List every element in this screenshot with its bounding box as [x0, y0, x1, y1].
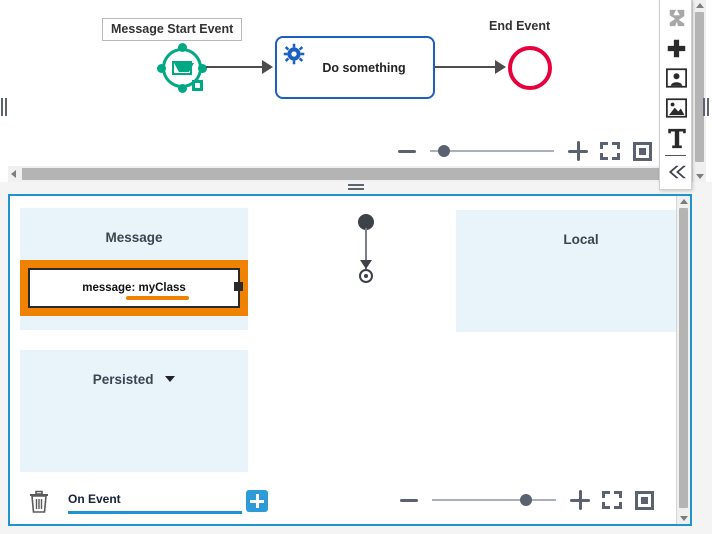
- service-task-gear-icon: [283, 43, 305, 70]
- person-frame-icon[interactable]: [660, 63, 693, 93]
- flow-connector: [365, 228, 367, 270]
- flow-arrowhead: [360, 260, 372, 269]
- sequence-flow-2-arrowhead: [495, 60, 506, 74]
- zoom-slider-track[interactable]: [430, 145, 554, 157]
- splitter-grip[interactable]: [348, 184, 364, 191]
- scroll-left-arrow[interactable]: [11, 170, 16, 178]
- fit-to-screen-icon[interactable]: [600, 142, 620, 160]
- zoom-in-button[interactable]: [568, 141, 588, 161]
- bpmn-service-task[interactable]: Do something: [275, 36, 435, 99]
- sequence-flow-2[interactable]: [435, 66, 497, 68]
- multi-shape-icon[interactable]: [660, 3, 693, 33]
- diagram-vertical-scrollbar[interactable]: [692, 0, 706, 182]
- sequence-flow-1[interactable]: [206, 66, 264, 68]
- plus-thick-icon[interactable]: [660, 33, 693, 63]
- scroll-up-arrow[interactable]: [696, 3, 704, 8]
- horizontal-scroll-thumb[interactable]: [22, 168, 682, 180]
- selection-handle-corner[interactable]: [192, 80, 203, 91]
- diagram-panel[interactable]: Message Start Event: [0, 0, 712, 186]
- zoom-slider-track-bottom[interactable]: [432, 494, 556, 506]
- zoom-out-button[interactable]: [398, 149, 416, 153]
- diagram-canvas[interactable]: Message Start Event: [8, 0, 692, 161]
- fit-to-screen-icon-bottom[interactable]: [602, 491, 622, 509]
- event-subprocess-canvas[interactable]: Message message: myClass Persisted Local: [10, 196, 676, 482]
- selection-handle-top[interactable]: [177, 43, 187, 52]
- left-resize-grip[interactable]: [1, 98, 7, 116]
- task-label: Do something: [322, 60, 406, 75]
- sequence-flow-1-arrowhead: [262, 60, 273, 74]
- trash-icon[interactable]: [28, 490, 50, 514]
- window-bottom-pad: [0, 526, 712, 534]
- selection-handle-left[interactable]: [157, 63, 166, 73]
- palette-divider: [665, 155, 686, 156]
- end-event-label: End Event: [489, 19, 551, 33]
- plus-square-icon[interactable]: [246, 490, 268, 512]
- reset-zoom-icon[interactable]: [633, 141, 652, 161]
- text-tool-icon[interactable]: [660, 123, 693, 153]
- event-name-input[interactable]: On Event: [68, 488, 242, 514]
- event-subprocess-panel[interactable]: Message message: myClass Persisted Local: [8, 194, 692, 526]
- message-class-node[interactable]: message: myClass: [20, 260, 248, 316]
- scroll-up-arrow-bottom[interactable]: [680, 199, 688, 204]
- pool-message-title: Message: [105, 230, 163, 245]
- event-name-value: On Event: [68, 492, 121, 506]
- chevron-down-icon[interactable]: [165, 376, 176, 382]
- pool-persisted-title: Persisted: [20, 372, 248, 387]
- message-class-node-label: message: myClass: [82, 282, 189, 300]
- bpmn-message-start-event[interactable]: [157, 43, 207, 93]
- scroll-down-arrow[interactable]: [696, 174, 704, 179]
- pool-local[interactable]: Local: [456, 210, 676, 332]
- node-resize-handle[interactable]: [234, 282, 243, 291]
- zoom-out-button-bottom[interactable]: [400, 498, 418, 502]
- pool-local-title: Local: [563, 232, 599, 247]
- selection-handle-bottom[interactable]: [177, 84, 187, 93]
- subprocess-zoom-controls[interactable]: [400, 490, 654, 510]
- message-class-node-body[interactable]: message: myClass: [28, 268, 243, 308]
- value-underline: [125, 296, 189, 300]
- bpmn-end-event[interactable]: [508, 46, 552, 90]
- subprocess-vertical-scrollbar[interactable]: [676, 196, 690, 524]
- message-envelope-icon: [172, 61, 192, 75]
- diagram-zoom-controls[interactable]: [398, 141, 652, 161]
- double-chevron-left-icon[interactable]: [660, 157, 693, 187]
- start-event-label: Message Start Event: [102, 18, 243, 41]
- end-node-icon[interactable]: [359, 269, 373, 283]
- zoom-slider-handle[interactable]: [438, 145, 450, 157]
- scroll-down-arrow-bottom[interactable]: [680, 516, 688, 521]
- image-frame-icon[interactable]: [660, 93, 693, 123]
- right-resize-grip[interactable]: [703, 98, 709, 116]
- diagram-horizontal-scrollbar[interactable]: [8, 166, 692, 182]
- reset-zoom-icon-bottom[interactable]: [635, 490, 654, 510]
- vertical-scroll-thumb-bottom[interactable]: [679, 208, 688, 508]
- panel-splitter[interactable]: [0, 182, 712, 194]
- pool-persisted-label: Persisted: [92, 372, 154, 387]
- pool-persisted[interactable]: Persisted: [20, 350, 248, 472]
- selection-handle-right[interactable]: [198, 63, 207, 73]
- zoom-in-button-bottom[interactable]: [570, 490, 590, 510]
- vertical-scroll-thumb[interactable]: [695, 12, 704, 162]
- event-toolbar[interactable]: On Event: [10, 480, 676, 524]
- zoom-slider-handle-bottom[interactable]: [520, 494, 532, 506]
- shape-palette[interactable]: [659, 0, 692, 190]
- start-node-icon[interactable]: [358, 214, 374, 230]
